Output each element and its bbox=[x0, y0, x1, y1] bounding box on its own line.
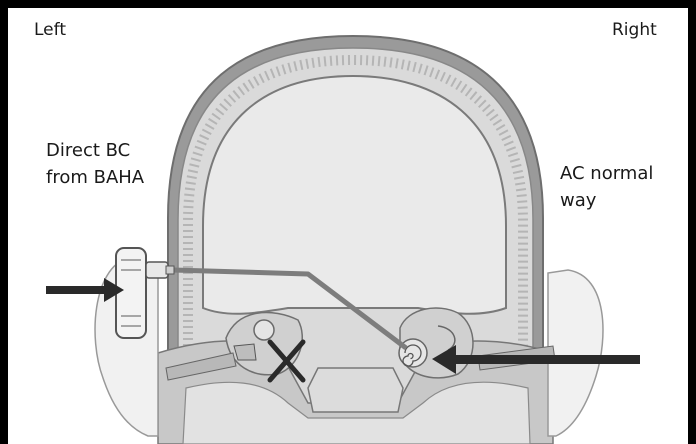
brain-cavity bbox=[203, 76, 506, 314]
diagram-panel: Left Right Direct BC from BAHA AC normal… bbox=[8, 8, 688, 444]
direct-bc-label-line1: Direct BC bbox=[46, 140, 130, 161]
ac-label-line1: AC normal bbox=[560, 163, 653, 184]
bone-anchored-hearing-aid-icon bbox=[116, 248, 174, 338]
direct-bc-label-line2: from BAHA bbox=[46, 167, 145, 188]
left-label: Left bbox=[34, 20, 66, 40]
right-label: Right bbox=[612, 20, 657, 40]
head-cross-section-diagram: Left Right Direct BC from BAHA AC normal… bbox=[8, 8, 688, 444]
right-pinna bbox=[548, 270, 603, 436]
ac-label-line2: way bbox=[560, 190, 597, 211]
central-bone bbox=[308, 368, 403, 412]
